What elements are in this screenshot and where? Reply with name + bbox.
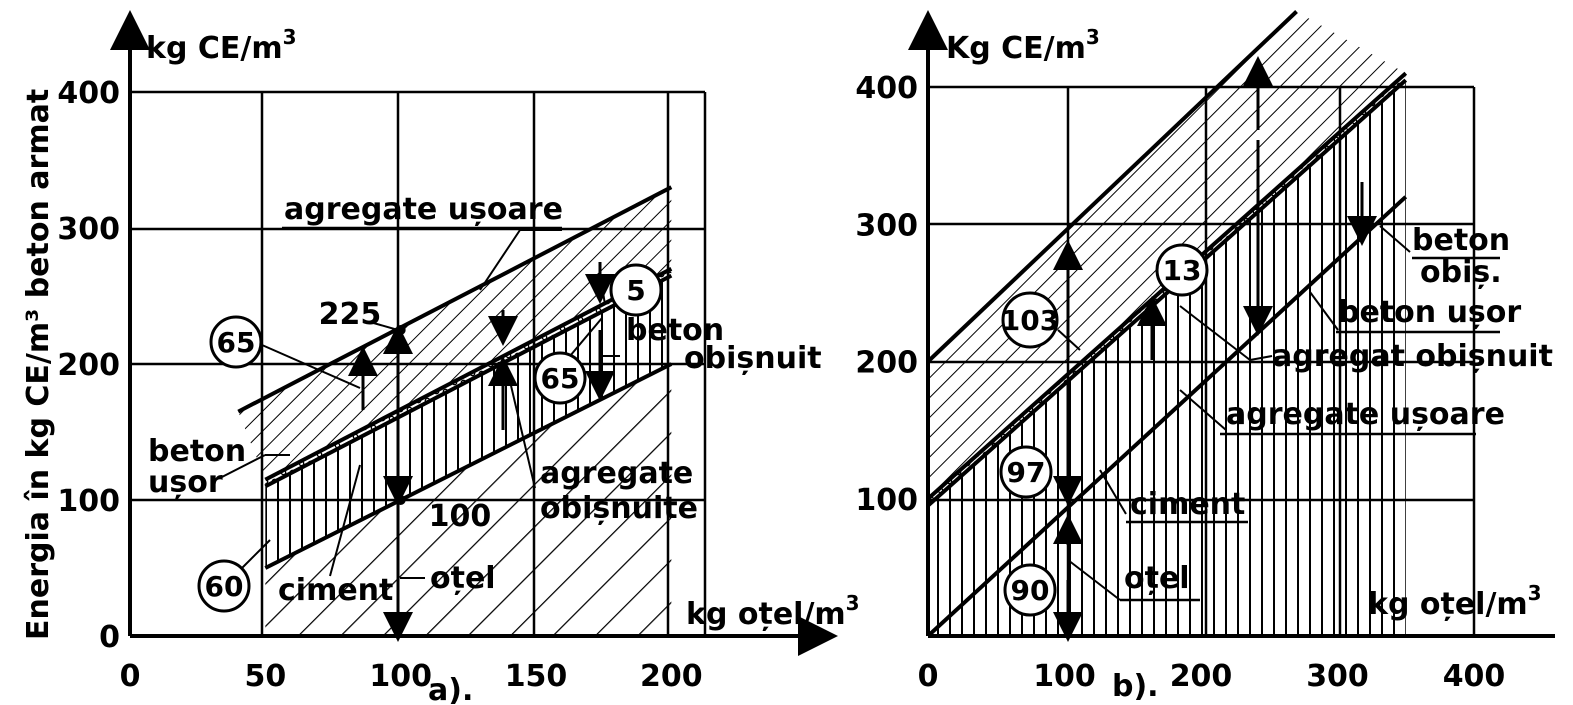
series-line-a-4 bbox=[237, 185, 673, 414]
x-tick-a-4: 200 bbox=[640, 659, 703, 694]
label-agregate-obisnuite-1: agregate bbox=[540, 456, 693, 491]
circled-value-a-4: 60 bbox=[197, 559, 251, 613]
label-ciment-a: ciment bbox=[278, 573, 393, 608]
y-tick-a-2: 200 bbox=[57, 348, 120, 383]
svg-text:60: 60 bbox=[205, 570, 244, 603]
label-beton-usor-1: beton bbox=[148, 434, 246, 469]
label-otel-b: oțel bbox=[1124, 561, 1190, 596]
label-agregat-obisnuit-b: agregat obișnuit bbox=[1272, 339, 1553, 374]
x-tick-b-2: 200 bbox=[1170, 659, 1233, 694]
circled-value-b-1: 103 bbox=[1001, 291, 1059, 349]
chart-b-caption: b). bbox=[1112, 669, 1159, 704]
y-tick-a-1: 100 bbox=[57, 484, 120, 519]
chart-a-lines bbox=[237, 185, 673, 570]
y-tick-b-0: 100 bbox=[855, 483, 918, 518]
chart-a-y-ticks: 0 100 200 300 400 bbox=[57, 76, 120, 655]
y-tick-a-3: 300 bbox=[57, 212, 120, 247]
chart-b-leaders bbox=[1057, 225, 1411, 601]
chart-a-x-ticks: 0 50 100 150 200 bbox=[120, 659, 703, 694]
y-tick-b-1: 200 bbox=[855, 346, 918, 381]
chart-b-y-unit: Kg CE/m3 bbox=[946, 25, 1100, 66]
chart-b-x-unit: kg oțel/m3 bbox=[1368, 581, 1542, 622]
chart-b-y-ticks: 100 200 300 400 bbox=[855, 71, 918, 518]
label-agregate-usoare-b: agregate ușoare bbox=[1226, 397, 1505, 432]
label-otel-a: oțel bbox=[430, 561, 496, 596]
label-beton-obis-2: obiș. bbox=[1420, 255, 1502, 290]
value-label-0: 225 bbox=[319, 297, 382, 332]
x-tick-a-1: 50 bbox=[244, 659, 286, 694]
y-tick-b-3: 400 bbox=[855, 71, 918, 106]
circled-value-b-2: 13 bbox=[1155, 243, 1209, 297]
chart-b: 0 100 200 300 400 100 200 300 400 Kg CE/m3 kg o… bbox=[855, 10, 1555, 704]
x-tick-b-1: 100 bbox=[1033, 659, 1096, 694]
svg-text:65: 65 bbox=[541, 362, 580, 395]
label-agregate-obisnuite-2: obișnuite bbox=[540, 491, 698, 526]
label-beton-usor-2: ușor bbox=[148, 465, 223, 500]
chart-a-y-unit: kg CE/m3 bbox=[146, 25, 297, 66]
circled-value-a-3: 65 bbox=[533, 351, 587, 405]
svg-text:90: 90 bbox=[1011, 574, 1050, 607]
chart-a-points: 225 100 bbox=[319, 297, 492, 534]
x-tick-a-0: 0 bbox=[120, 659, 141, 694]
svg-text:103: 103 bbox=[1001, 304, 1059, 337]
band-b-1 bbox=[928, 80, 1406, 636]
svg-text:97: 97 bbox=[1007, 456, 1046, 489]
circled-value-a-1: 65 bbox=[209, 315, 263, 369]
label-beton-obisnuit-2: obișnuit bbox=[684, 341, 822, 376]
y-tick-b-2: 300 bbox=[855, 208, 918, 243]
circled-value-b-3: 97 bbox=[999, 445, 1053, 499]
circled-value-b-4: 90 bbox=[1003, 563, 1057, 617]
chart-a-y-label: Energia în kg CE/m³ beton armat bbox=[21, 89, 56, 640]
chart-a-x-unit: kg oțel/m3 bbox=[686, 591, 860, 632]
chart-a: 225 100 0 50 100 150 200 0 100 200 300 400 kg CE/… bbox=[21, 10, 860, 705]
x-tick-b-3: 300 bbox=[1306, 659, 1369, 694]
circled-value-a-2: 5 bbox=[609, 263, 663, 317]
value-label-1: 100 bbox=[429, 499, 492, 534]
series-line-b-2 bbox=[926, 78, 1408, 508]
x-tick-a-3: 150 bbox=[505, 659, 568, 694]
x-tick-a-2: 100 bbox=[369, 659, 432, 694]
label-beton-usor-b: beton ușor bbox=[1338, 295, 1521, 330]
label-ciment-b: ciment bbox=[1130, 487, 1245, 522]
label-beton-obis-1: beton bbox=[1412, 223, 1510, 258]
label-agregate-usoare-a: agregate ușoare bbox=[284, 192, 563, 227]
chart-a-caption: a). bbox=[428, 673, 473, 705]
band-a-3 bbox=[238, 187, 672, 480]
svg-text:65: 65 bbox=[217, 326, 256, 359]
x-tick-b-4: 400 bbox=[1443, 659, 1506, 694]
y-tick-a-0: 0 bbox=[99, 620, 120, 655]
series-line-a-2 bbox=[264, 273, 673, 489]
series-line-b-1 bbox=[926, 195, 1408, 638]
chart-a-arrows bbox=[348, 262, 615, 642]
chart-b-x-ticks: 0 100 200 300 400 bbox=[918, 659, 1506, 694]
label-beton-obisnuit-1: beton bbox=[626, 313, 724, 348]
y-tick-a-4: 400 bbox=[57, 76, 120, 111]
svg-text:13: 13 bbox=[1163, 254, 1202, 287]
chart-b-arrows bbox=[1053, 56, 1377, 642]
chart-b-lines bbox=[926, 10, 1408, 638]
band-a-1 bbox=[265, 275, 672, 568]
x-tick-b-0: 0 bbox=[918, 659, 939, 694]
series-line-b-4 bbox=[926, 10, 1298, 363]
svg-text:5: 5 bbox=[626, 274, 645, 307]
